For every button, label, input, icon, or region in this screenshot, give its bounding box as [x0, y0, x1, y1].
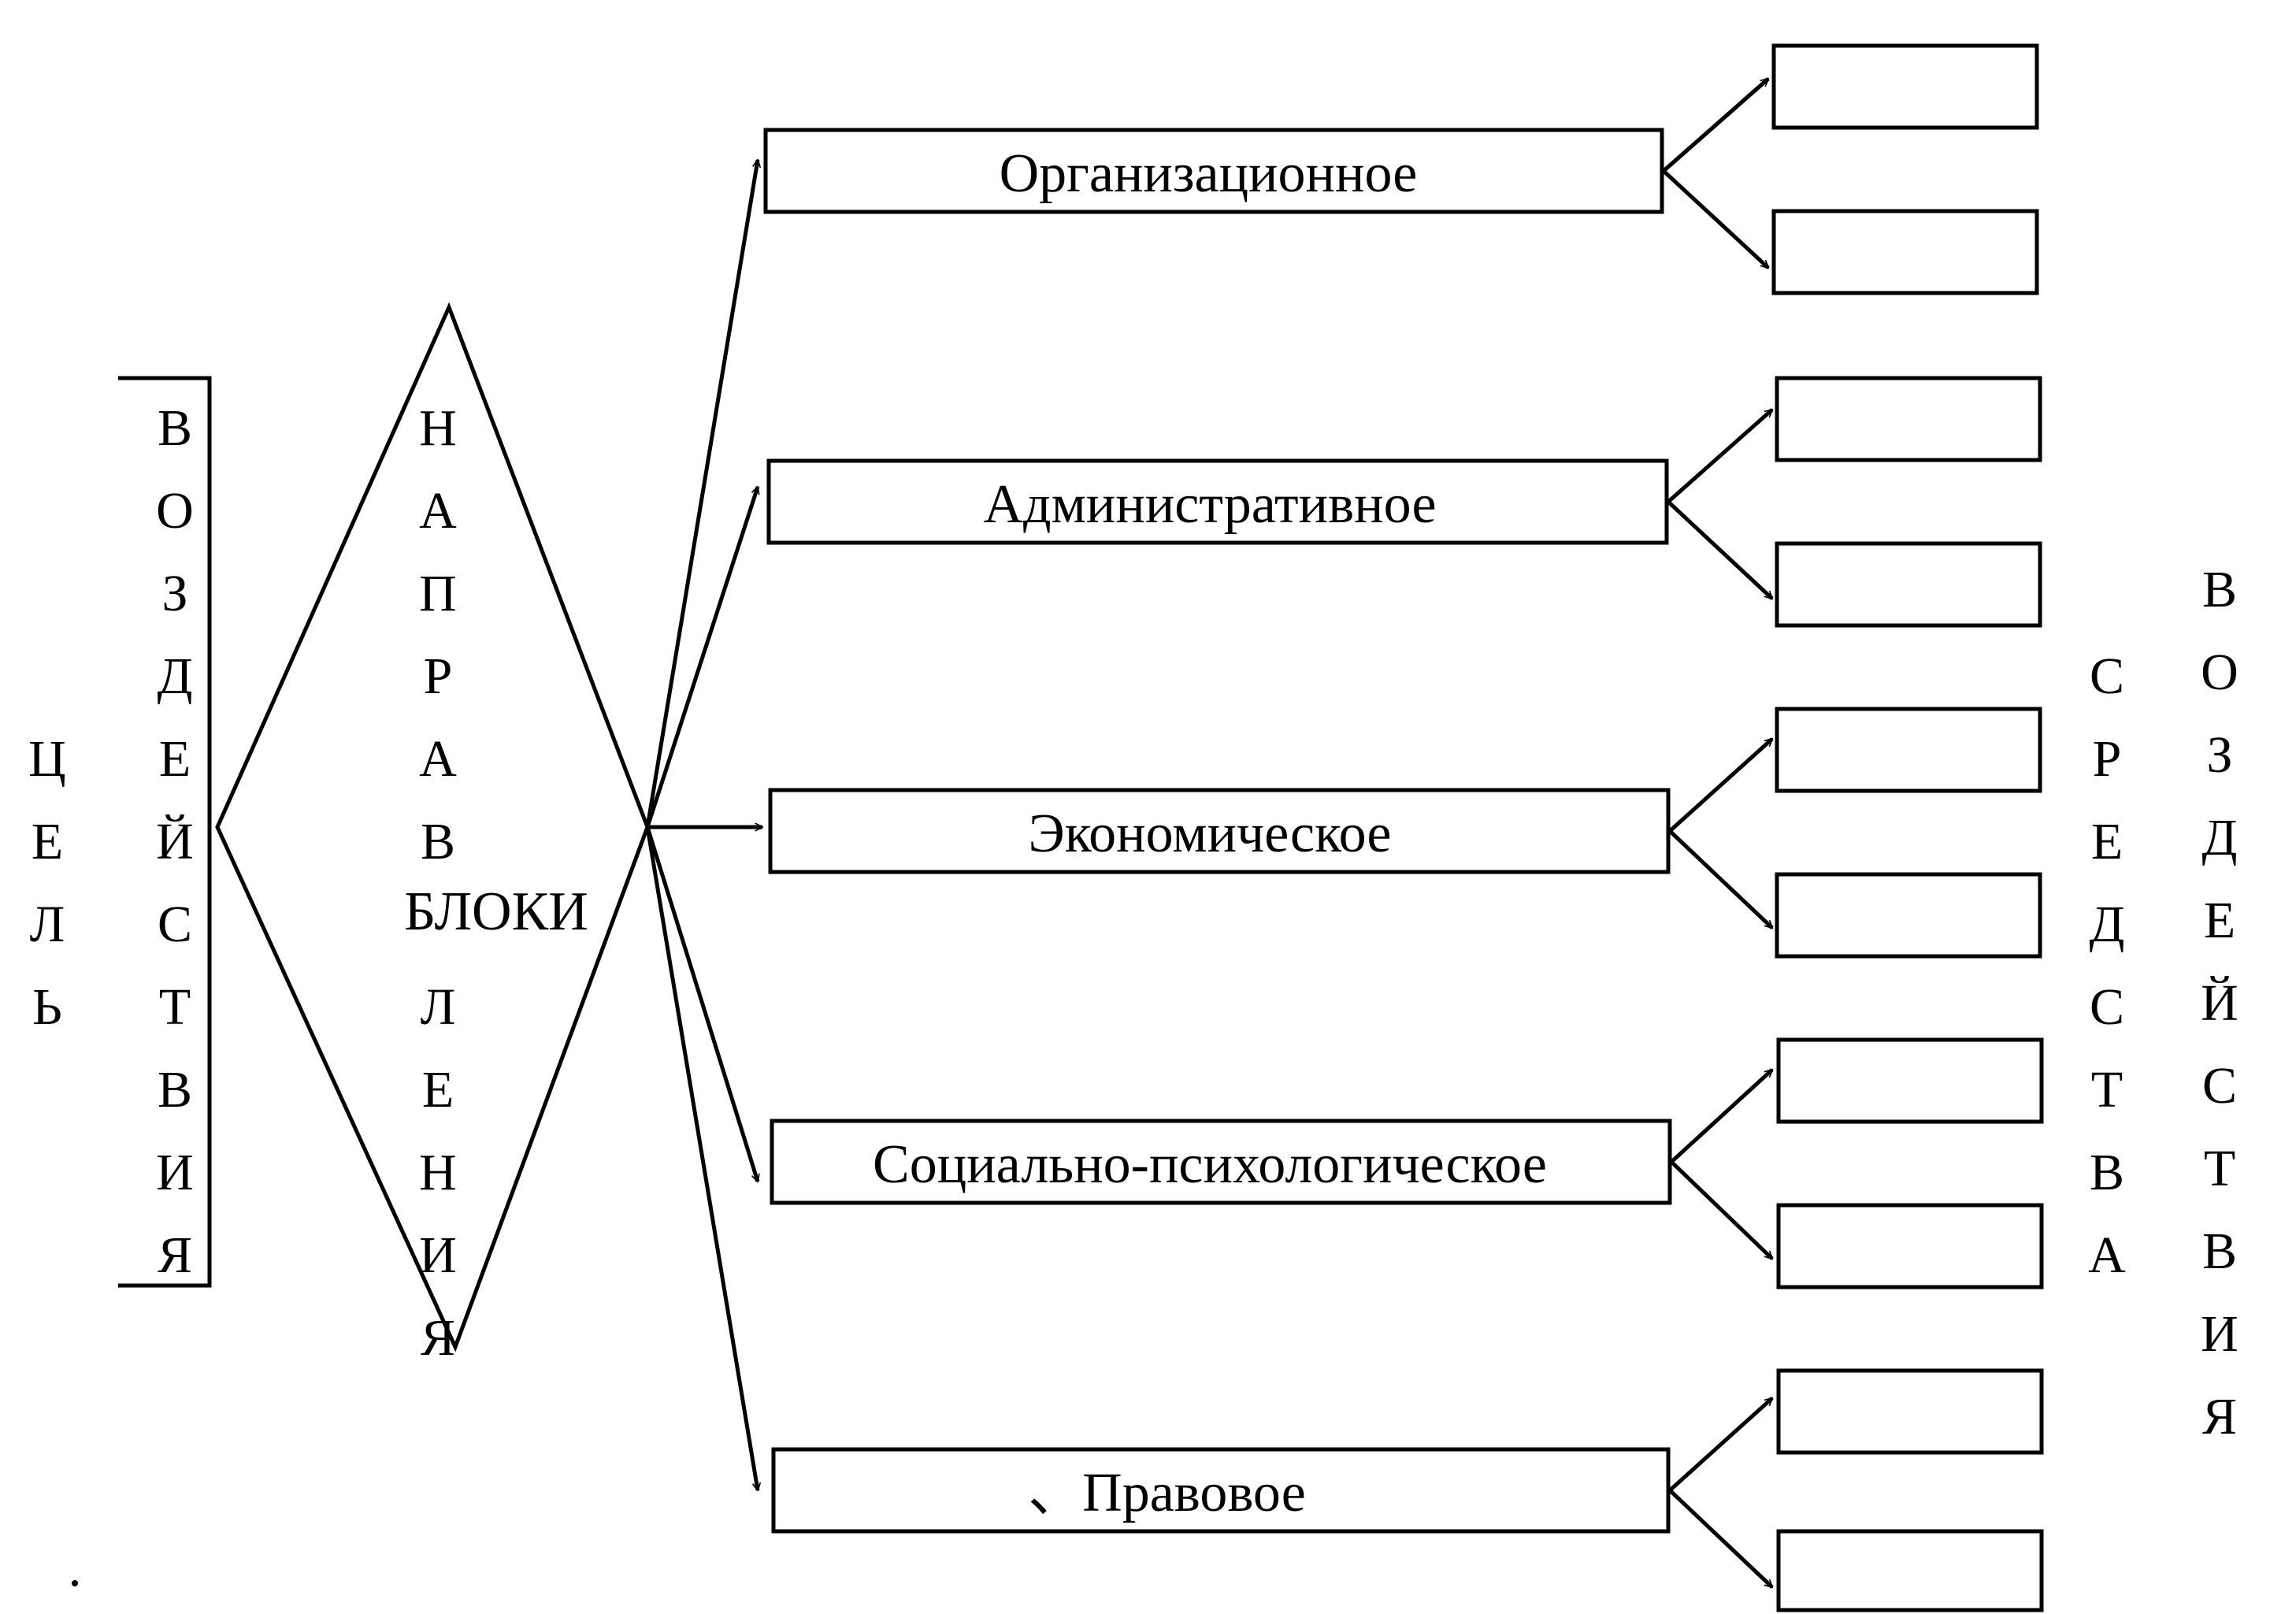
means-box — [1776, 1368, 2044, 1455]
vertical-letter: Л — [421, 978, 456, 1036]
vertical-letter: З — [2206, 726, 2232, 784]
directions-diamond — [215, 302, 650, 1352]
vertical-letter: А — [2088, 1226, 2126, 1284]
vertical-letter: О — [2201, 644, 2239, 701]
vertical-letter: Р — [424, 647, 453, 705]
direction-box-economic: Экономическое — [768, 788, 1671, 874]
vertical-letter: Ц — [28, 730, 66, 788]
vertical-letter: Е — [2204, 892, 2235, 949]
direction-box-organizational: Организационное — [763, 128, 1664, 214]
vertical-letter: В — [2090, 1144, 2124, 1201]
vertical-letter: О — [156, 482, 194, 540]
vertical-letter: Я — [421, 1309, 455, 1367]
vertical-letter: Й — [156, 813, 194, 870]
means-box — [1776, 1037, 2044, 1124]
stray-mark: 、 — [1028, 1463, 1083, 1523]
blocks-label: БЛОКИ — [404, 881, 588, 942]
direction-box-legal: Правовое 、 — [771, 1447, 1671, 1534]
vertical-letter: Д — [2089, 896, 2124, 953]
means-boxes — [1771, 43, 2044, 1455]
arrow-to-organizational — [645, 160, 758, 828]
vertical-letter: С — [2090, 978, 2124, 1036]
vertical-letter: Е — [422, 1061, 454, 1119]
vertical-letter: В — [421, 813, 455, 870]
vertical-letter: И — [2201, 1305, 2239, 1363]
stray-dot — [72, 1580, 78, 1586]
direction-label-administrative: Административное — [983, 474, 1436, 535]
impact-bracket — [118, 376, 212, 1288]
vertical-letter: Р — [2093, 730, 2122, 788]
vertical-letter: Т — [2204, 1140, 2235, 1197]
means-box — [1775, 376, 2042, 462]
direction-arrows — [645, 160, 762, 1490]
vertical-letter: Ь — [32, 978, 62, 1036]
vertical-letter: С — [2090, 647, 2124, 705]
direction-label-legal: Правовое — [1082, 1463, 1306, 1523]
arrow-to-legal — [645, 826, 758, 1490]
direction-box-social-psychological: Социально-психологическое — [770, 1119, 1672, 1205]
vertical-letter: А — [419, 482, 457, 540]
means-arrows — [1660, 77, 1772, 1589]
vertical-letter: С — [158, 896, 192, 953]
means-box — [1775, 541, 2042, 628]
means-box — [1775, 872, 2042, 959]
means-box — [1775, 707, 2042, 793]
direction-label-economic: Экономическое — [1028, 803, 1391, 864]
vertical-letter: Е — [159, 730, 191, 788]
vertical-letter: В — [158, 1061, 192, 1119]
vertical-letter: Т — [2091, 1061, 2123, 1119]
means-box — [1771, 209, 2039, 295]
vertical-letter: В — [2202, 1223, 2237, 1280]
vertical-letter: А — [419, 730, 457, 788]
vertical-letter: З — [161, 565, 187, 622]
vertical-letter: Д — [2201, 809, 2237, 866]
direction-label-organizational: Организационное — [1000, 143, 1418, 204]
means-box — [1776, 1203, 2044, 1289]
vertical-letter: В — [158, 399, 192, 457]
vertical-letter: Д — [157, 647, 192, 705]
vertical-letter: Я — [2202, 1388, 2237, 1445]
vertical-letter: Е — [32, 813, 63, 870]
vertical-letter: Е — [2091, 813, 2123, 870]
vertical-letter: Н — [419, 399, 457, 457]
vertical-letter: И — [419, 1226, 457, 1284]
vertical-letter: П — [419, 565, 457, 622]
vertical-letter: Н — [419, 1144, 457, 1201]
means-box — [1771, 43, 2039, 130]
arrow-to-administrative — [645, 487, 758, 828]
direction-label-social-psychological: Социально-психологическое — [873, 1134, 1547, 1195]
vertical-letter: С — [2202, 1057, 2237, 1115]
means-box — [1776, 1529, 2044, 1612]
vertical-letter: Я — [158, 1226, 192, 1284]
vertical-letter: В — [2202, 561, 2237, 618]
vertical-letter: И — [156, 1144, 194, 1201]
vertical-letter: Л — [30, 896, 65, 953]
vertical-letter: Й — [2201, 974, 2239, 1032]
direction-box-administrative: Административное — [766, 458, 1669, 545]
arrow-to-social — [645, 826, 758, 1182]
vertical-letter: Т — [159, 978, 191, 1036]
